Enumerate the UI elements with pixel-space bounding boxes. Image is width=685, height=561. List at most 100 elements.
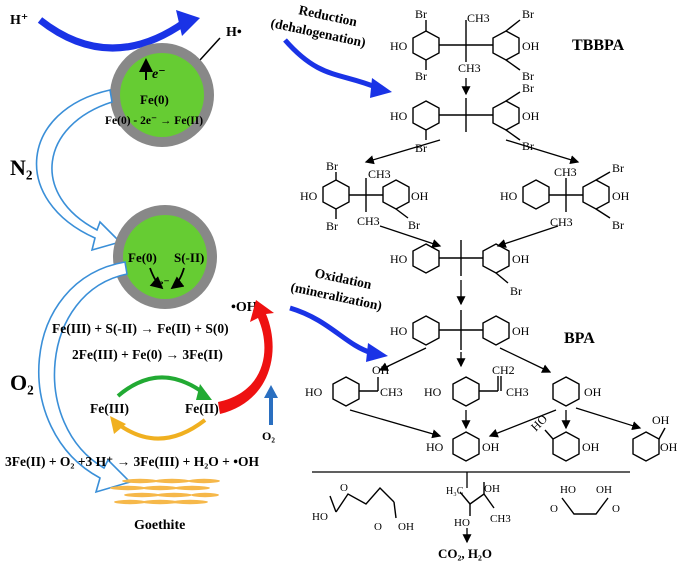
hydroquinone-2-structure (544, 429, 580, 462)
mal-o-right: O (612, 503, 620, 515)
dbl-br-right: Br (408, 218, 420, 232)
fe0-label-1: Fe(0) (140, 92, 169, 107)
n2-label: N₂ (10, 155, 33, 180)
tbbpa-ho: HO (390, 39, 408, 53)
int1-ch3: CH3 (380, 385, 403, 399)
tri-br-3: Br (522, 139, 534, 153)
mal-o-left: O (550, 503, 558, 515)
zvi-particle-core-1 (120, 53, 204, 137)
electron-curve-left (149, 267, 164, 290)
reaction-2: 2Fe(III) + Fe(0) → 3Fe(II) (72, 347, 223, 362)
bpa-label: BPA (564, 330, 595, 347)
fe2-label: Fe(II) (185, 401, 219, 416)
tbbpa-label: TBBPA (572, 37, 625, 54)
s-minus2-label: S(-II) (174, 250, 204, 265)
int2-ch2: CH2 (492, 363, 515, 377)
bd-ho: HO (454, 517, 470, 529)
step-arrow-6a (349, 409, 442, 439)
hq1-ho: HO (426, 440, 444, 454)
tbbpa-ch3-bottom: CH3 (458, 61, 481, 75)
intermediate-2-structure (452, 376, 502, 407)
n2-outline-arrow (35, 89, 122, 252)
fum-ho: HO (312, 511, 328, 523)
cat-oh-top: OH (652, 413, 670, 427)
tbbpa-br-4: Br (522, 69, 534, 83)
int3-oh: OH (584, 385, 602, 399)
bd-oh-top: OH (484, 483, 500, 495)
dbl-ch3-top: CH3 (368, 167, 391, 181)
tri-oh: OH (522, 109, 540, 123)
step-arrow-3b (496, 225, 559, 248)
fumaric-acid-structure (329, 486, 397, 519)
step-arrow-6e (575, 407, 642, 431)
int1-ho-left: HO (305, 385, 323, 399)
dbr-ch3-top: CH3 (554, 165, 577, 179)
tbbpa-br-2: Br (522, 7, 534, 21)
int1-oh-top: OH (372, 363, 390, 377)
step-arrow-6c (488, 409, 557, 438)
butanediol-structure (459, 482, 495, 516)
mal-oh: OH (596, 484, 612, 496)
dibromo-left-structure (322, 172, 410, 219)
dbl-br-top: Br (326, 159, 338, 173)
dbr-br-top: Br (612, 161, 624, 175)
hq2-oh: OH (582, 440, 600, 454)
step-arrow-2b (505, 139, 580, 165)
hydroquinone-1-structure (452, 431, 480, 462)
intermediate-1-structure (332, 376, 379, 407)
tbbpa-oh: OH (522, 39, 540, 53)
cat-oh-right: OH (660, 440, 678, 454)
step-arrow-5c (499, 347, 552, 373)
goethite-needles (110, 478, 220, 505)
fe0-label-2: Fe(0) (128, 250, 157, 265)
dbr-br-bottom: Br (612, 218, 624, 232)
products-label: CO₂, H₂O (438, 546, 492, 561)
reaction-3: 3Fe(II) + O₂ +3 H⁺ → 3Fe(III) + H₂O + •O… (5, 454, 259, 469)
tbbpa-br-3: Br (415, 69, 427, 83)
goethite-label: Goethite (134, 518, 185, 533)
o2-small-label: O₂ (262, 429, 275, 443)
electron-curve-right (170, 267, 185, 290)
yellow-cycle-arrow (116, 418, 207, 441)
h-radical-label: H• (226, 25, 242, 40)
dbr-ho: HO (500, 189, 518, 203)
reaction-1: Fe(III) + S(-II) → Fe(II) + S(0) (52, 321, 229, 336)
dbr-ch3-bottom: CH3 (550, 215, 573, 229)
reduction-arrowhead (370, 78, 392, 98)
zvi-particle-core-2 (123, 215, 207, 299)
fum-o-top: O (340, 482, 348, 494)
oxidation-arrow (289, 305, 373, 356)
h-plus-arrowhead (176, 10, 200, 36)
electron-label-1: e⁻ (152, 67, 166, 82)
dbl-oh: OH (411, 189, 429, 203)
bpa-oh: OH (512, 324, 530, 338)
h-radical-tick (199, 37, 221, 61)
tri-ho: HO (390, 109, 408, 123)
oxidation-arrowhead (366, 343, 388, 362)
mal-ho: HO (560, 484, 576, 496)
oh-radical-label: •OH (231, 300, 258, 315)
mono-oh: OH (512, 252, 530, 266)
tbbpa-br-1: Br (415, 7, 427, 21)
fum-oh: OH (398, 521, 414, 533)
h-plus-label: H⁺ (10, 13, 28, 28)
intermediate-3-structure (552, 376, 580, 407)
hq1-oh: OH (482, 440, 500, 454)
step-arrow-3a (379, 225, 442, 248)
bpa-structure (412, 310, 510, 350)
red-oh-arrow (218, 300, 274, 414)
tri-bromo-structure (412, 91, 521, 141)
bd-ch3: CH3 (490, 513, 511, 525)
int2-ch3: CH3 (506, 385, 529, 399)
int2-ho: HO (424, 385, 442, 399)
tri-br-2: Br (415, 141, 427, 155)
maleic-acid-structure (561, 497, 609, 515)
fe0-half-reaction: Fe(0) - 2e⁻ → Fe(II) (105, 115, 203, 127)
tri-br-1: Br (522, 81, 534, 95)
fum-o-bottom: O (374, 521, 382, 533)
tbbpa-ch3-top: CH3 (467, 11, 490, 25)
dbl-br-bottom: Br (326, 219, 338, 233)
h-plus-blue-arrow (37, 17, 188, 52)
